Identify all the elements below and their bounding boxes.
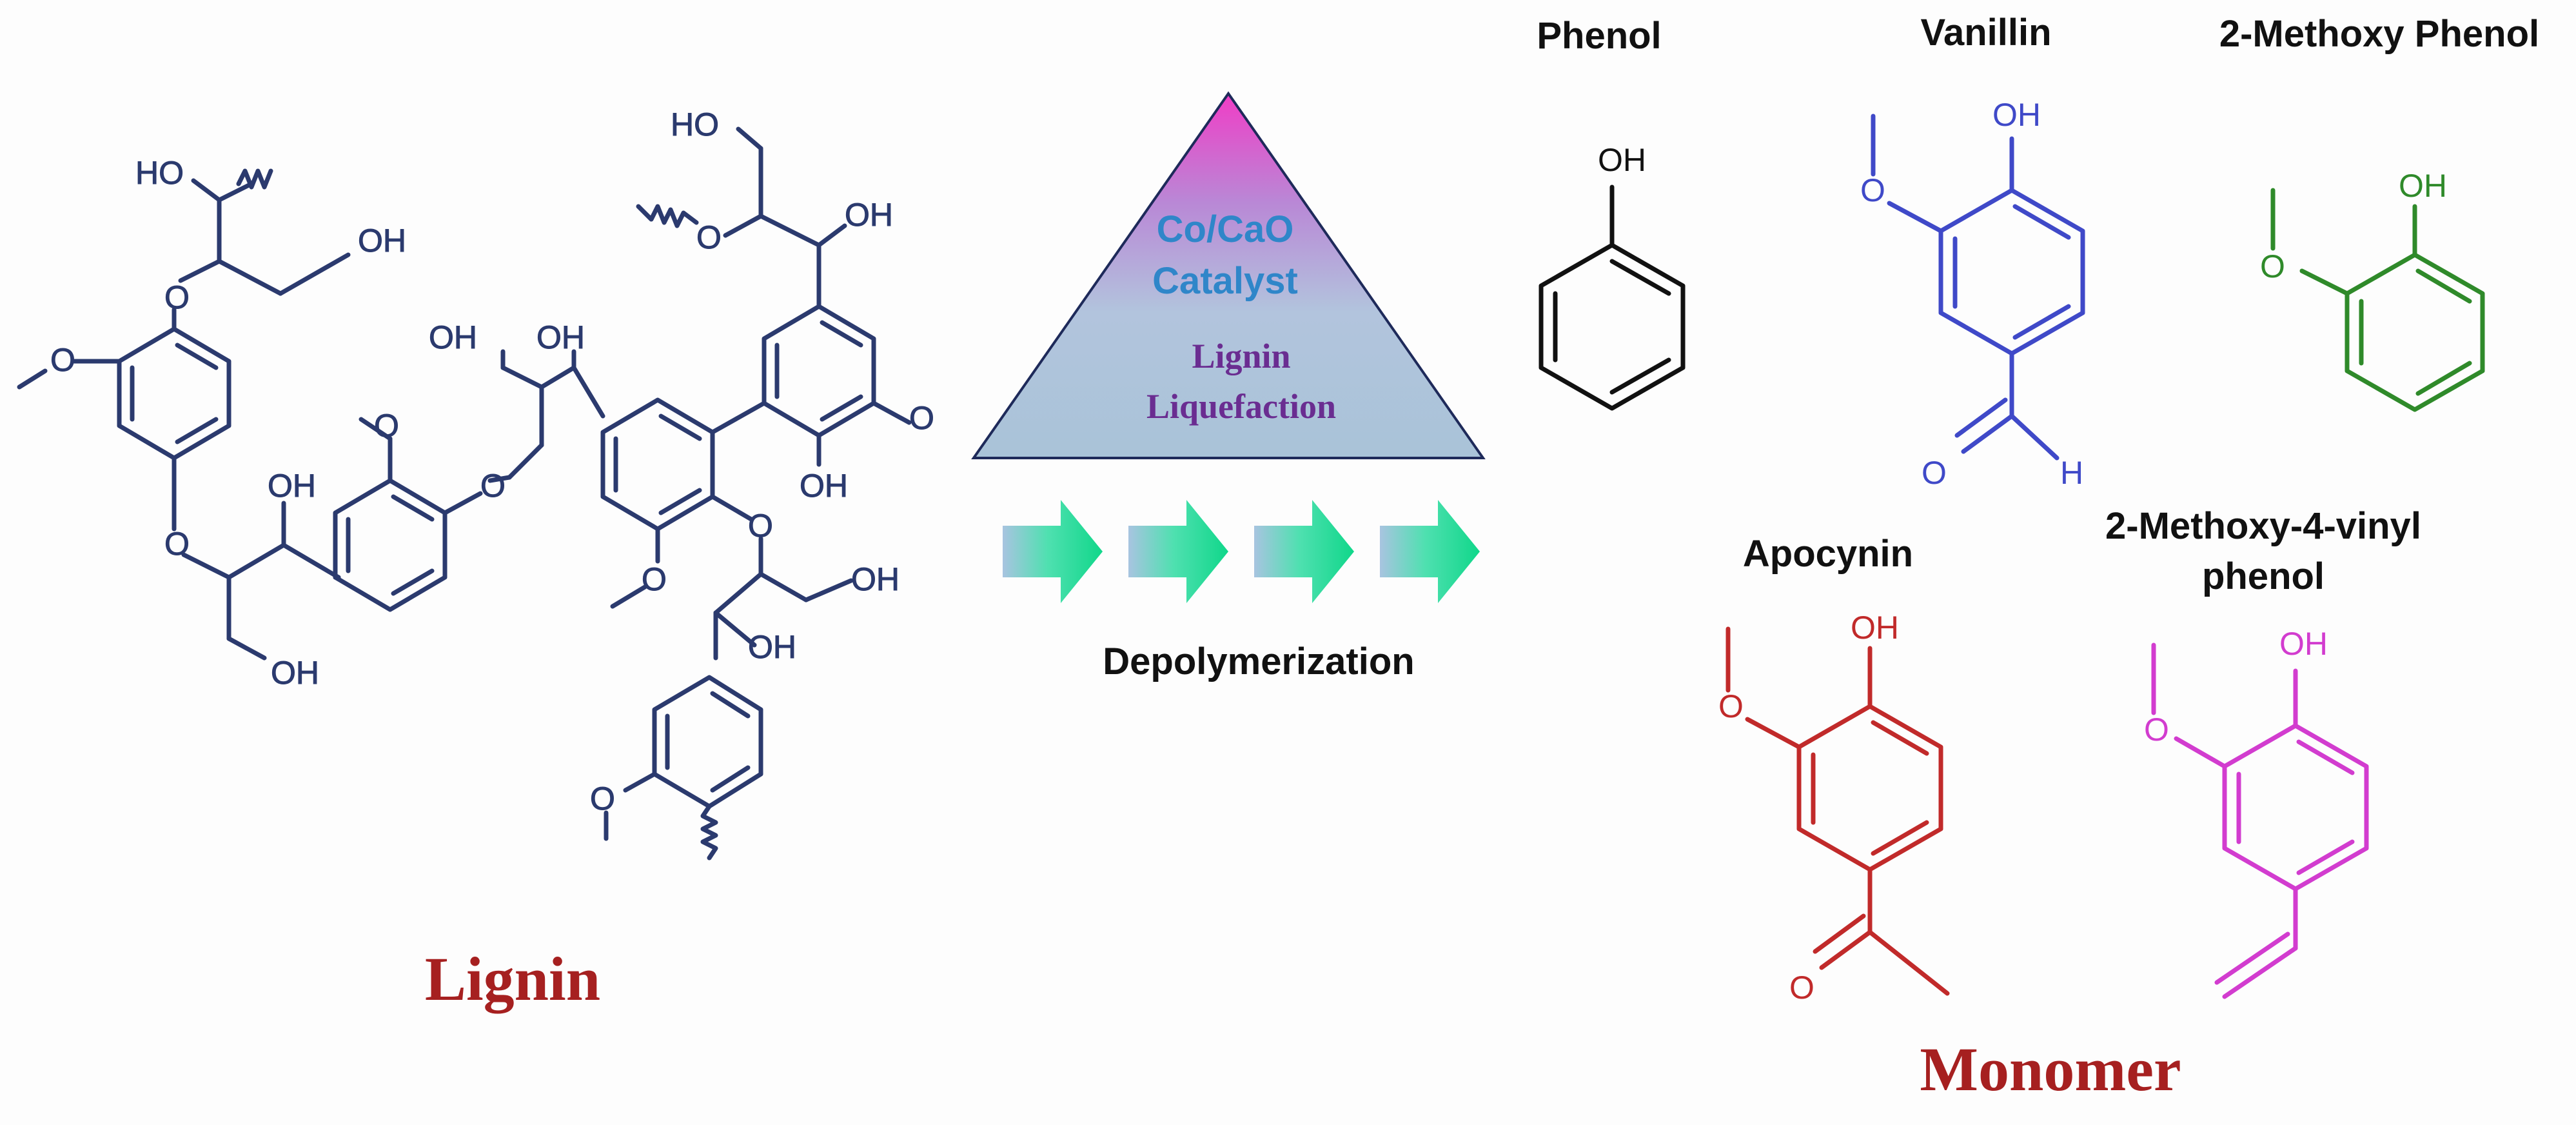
atom-label: OH xyxy=(268,468,316,504)
vanillin-molecule: Vanillin OH O O H xyxy=(1860,12,2085,491)
monomer-title: Monomer xyxy=(1920,1035,2181,1104)
lignin-ring-a xyxy=(17,178,351,661)
compound-name: 2-Methoxy-4-vinyl xyxy=(2105,505,2421,547)
depolymerization-arrows xyxy=(1003,500,1480,603)
atom-label: O xyxy=(50,342,75,378)
vinylphenol-molecule: 2-Methoxy-4-vinyl phenol OH O xyxy=(2105,505,2421,999)
atom-label: O xyxy=(642,561,667,597)
lignin-structure: HO OH O O O OH OH O O OH OH O O OH OH OH… xyxy=(17,106,934,861)
atom-label: O xyxy=(1922,455,1947,491)
atom-label: O xyxy=(480,468,506,504)
wavy-bond-icon xyxy=(700,804,718,861)
atom-label: OH xyxy=(851,561,900,597)
liquefaction-label: Lignin xyxy=(1192,337,1290,375)
lignin-ring-b xyxy=(333,349,605,612)
apocynin-molecule: Apocynin OH O O xyxy=(1718,533,1950,1006)
lignin-ring-c xyxy=(600,397,854,661)
catalyst-label: Co/CaO xyxy=(1157,208,1294,250)
atom-label: O xyxy=(2144,712,2169,748)
atom-label: O xyxy=(1860,172,1885,208)
catalyst-triangle: Co/CaO Catalyst Lignin Liquefaction xyxy=(971,91,1486,459)
wavy-bond-icon xyxy=(236,168,273,190)
liquefaction-label: Liquefaction xyxy=(1146,387,1336,426)
atom-label: OH xyxy=(1992,97,2041,133)
atom-label: O xyxy=(1789,970,1814,1006)
atom-label: O xyxy=(374,408,399,444)
atom-label: OH xyxy=(429,319,477,355)
wavy-bond-icon xyxy=(636,204,699,228)
atom-label: O xyxy=(164,526,190,562)
atom-label: OH xyxy=(1598,142,1646,178)
right-arrow-icon xyxy=(1003,500,1103,603)
atom-label: OH xyxy=(800,468,848,504)
atom-label: OH xyxy=(2279,626,2328,662)
atom-label: O xyxy=(164,279,190,315)
atom-label: OH xyxy=(845,197,893,233)
compound-name: Phenol xyxy=(1537,15,1661,57)
compound-name: phenol xyxy=(2202,555,2325,597)
atom-label: OH xyxy=(748,629,796,665)
atom-label: HO xyxy=(135,155,184,191)
compound-name: Vanillin xyxy=(1920,12,2051,54)
lignin-ring-d xyxy=(710,126,912,467)
atom-label: HO xyxy=(671,106,719,143)
atom-label: O xyxy=(909,400,934,436)
lignin-ring-e xyxy=(604,675,763,841)
atom-label: OH xyxy=(271,655,319,691)
atom-label: OH xyxy=(2399,168,2447,204)
atom-label: OH xyxy=(358,223,406,259)
right-arrow-icon xyxy=(1128,500,1228,603)
atom-label: O xyxy=(1718,688,1744,724)
atom-label: H xyxy=(2060,455,2083,491)
phenol-molecule: Phenol OH xyxy=(1537,15,1686,411)
methoxyphenol-molecule: 2-Methoxy Phenol OH O xyxy=(2219,13,2539,412)
atom-label: O xyxy=(2260,248,2285,284)
atom-label: O xyxy=(748,508,773,544)
catalyst-label: Catalyst xyxy=(1152,260,1298,302)
compound-name: 2-Methoxy Phenol xyxy=(2219,13,2539,55)
depolymerization-label: Depolymerization xyxy=(1103,641,1414,682)
compound-name: Apocynin xyxy=(1743,533,1913,575)
lignin-title: Lignin xyxy=(425,944,600,1013)
atom-label: O xyxy=(590,781,615,817)
atom-label: OH xyxy=(1851,610,1899,646)
atom-label: O xyxy=(696,219,722,255)
right-arrow-icon xyxy=(1254,500,1354,603)
right-arrow-icon xyxy=(1380,500,1480,603)
atom-label: OH xyxy=(536,319,585,355)
